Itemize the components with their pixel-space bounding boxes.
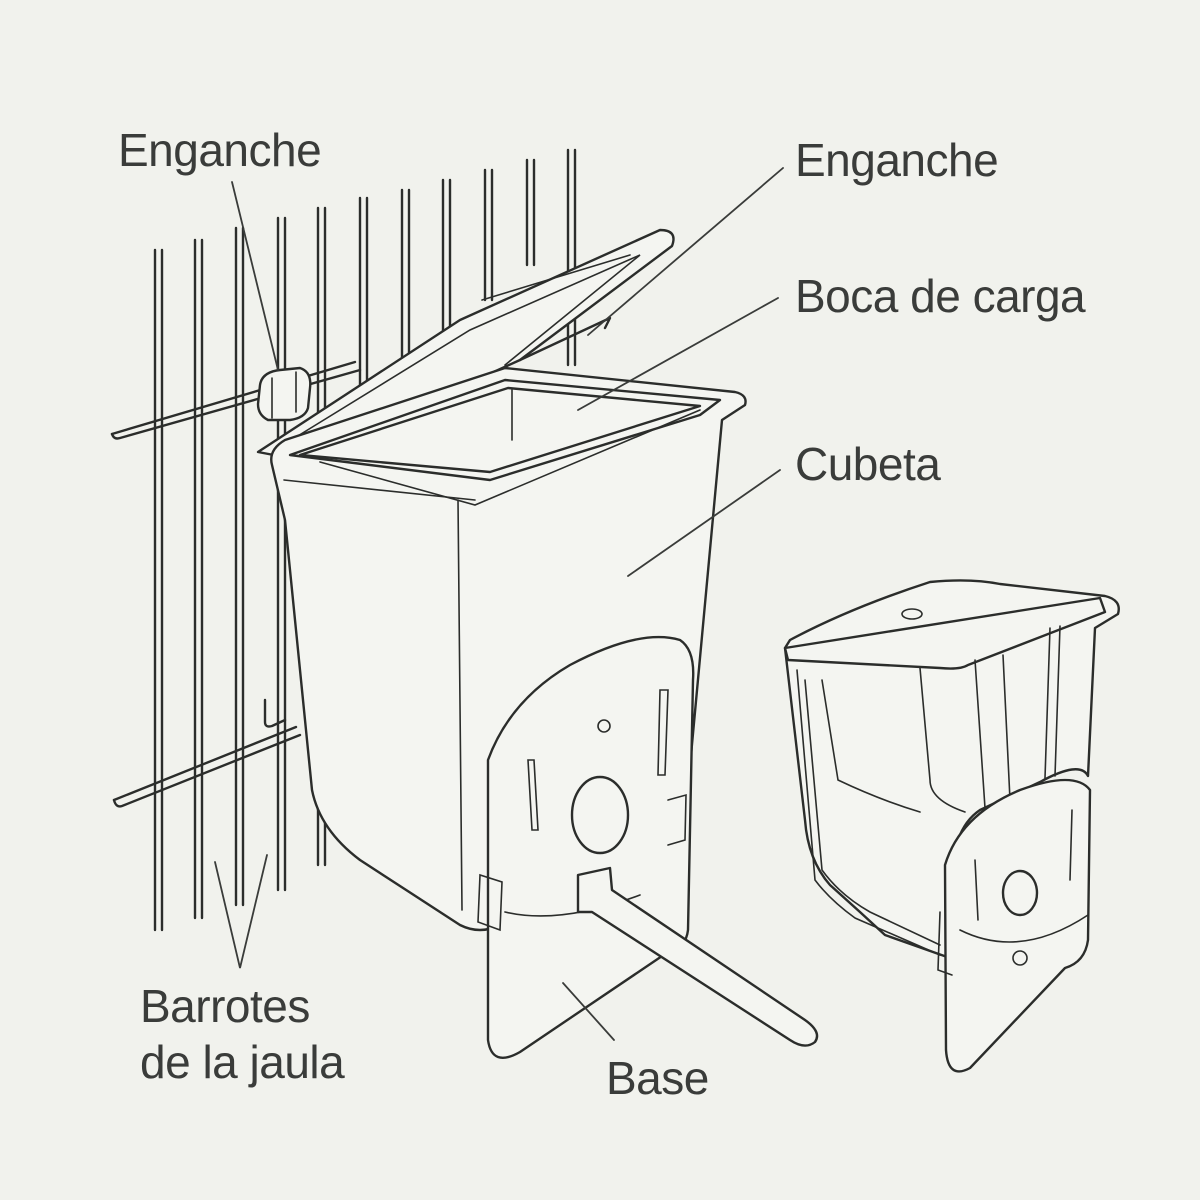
label-hook-left: Enganche <box>118 124 322 176</box>
label-loading-mouth: Boca de carga <box>795 270 1086 322</box>
leader-hook-right <box>587 167 784 336</box>
leader-bucket <box>627 469 781 577</box>
label-hook-right: Enganche <box>795 134 999 186</box>
cage-wires <box>110 360 362 808</box>
label-cage-bars-line2: de la jaula <box>140 1036 345 1088</box>
leader-loading-mouth <box>577 297 779 411</box>
small-feeder <box>783 579 1120 1073</box>
label-cage-bars-line1: Barrotes <box>140 980 310 1032</box>
leader-hook-left <box>231 181 279 371</box>
base-plate <box>477 635 695 1060</box>
leader-cage-bars <box>214 854 268 969</box>
label-base: Base <box>606 1052 709 1104</box>
leader-base <box>562 982 615 1041</box>
perch <box>576 866 819 1047</box>
cage-bars <box>153 148 577 932</box>
leader-lines <box>214 167 784 1041</box>
lid <box>256 228 675 462</box>
label-bucket: Cubeta <box>795 438 941 490</box>
hook-ring <box>256 366 312 422</box>
